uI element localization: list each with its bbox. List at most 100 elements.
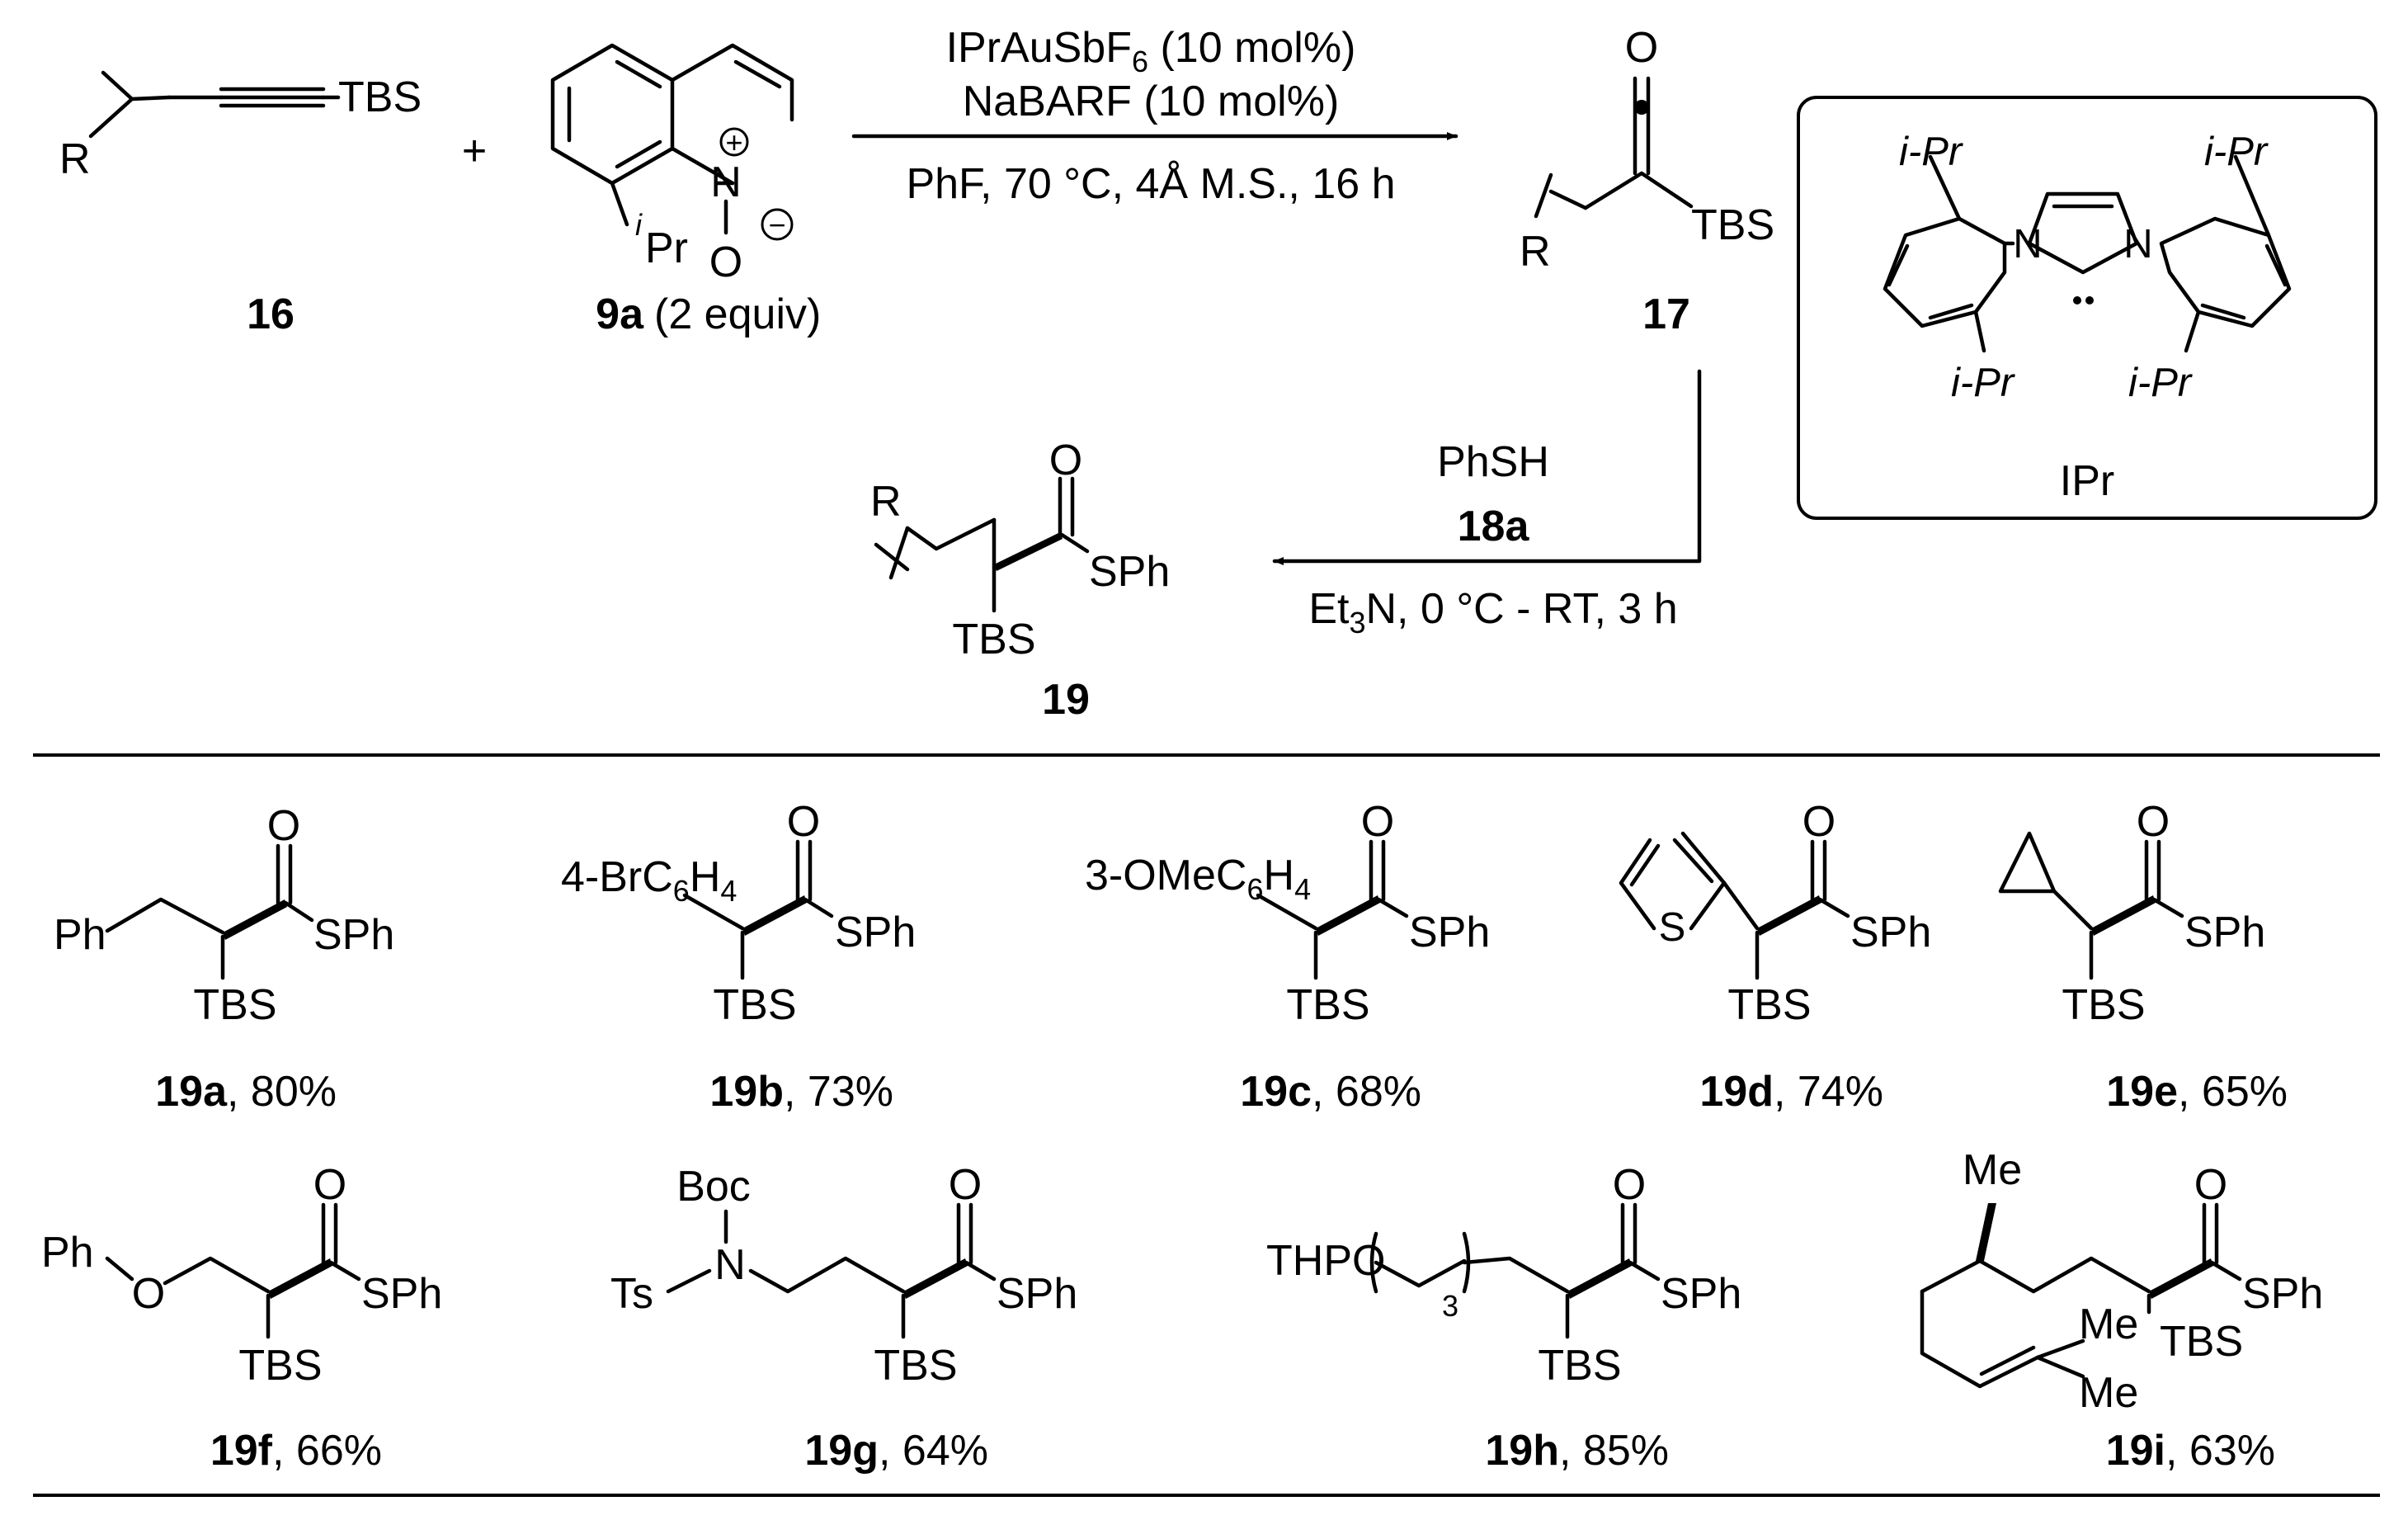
scope-entry-19b: 4-BrC6H4 O SPh TBS 19b , 73%: [561, 798, 916, 1116]
o-atom-ether: O: [132, 1270, 165, 1318]
compound-id: 19a: [155, 1068, 228, 1116]
scope-entry-19d: S O SPh TBS 19d , 74%: [1619, 798, 1931, 1116]
r-group-label: R: [1520, 228, 1551, 276]
alkyne-16: R TBS 16: [59, 70, 422, 338]
quinoline-n-oxide-9a: i Pr N + O − 9a (2 equiv): [550, 43, 821, 338]
tbs-label: TBS: [2160, 1318, 2243, 1366]
tbs-label: TBS: [952, 616, 1035, 663]
scope-entry-19g: Boc N Ts O SPh TBS 19g , 64%: [610, 1161, 1077, 1475]
minus-charge: −: [768, 208, 785, 242]
ipr-bottom-left: i-Pr: [1951, 361, 2015, 405]
n-atom: N: [714, 1241, 746, 1289]
reaction-step-2: PhSH 18a Et3N, 0 °C - RT, 3 h: [1272, 369, 1702, 640]
yield: , 74%: [1774, 1068, 1883, 1116]
repeat-count: 3: [1442, 1289, 1458, 1323]
ipr-top-right: i-Pr: [2204, 130, 2269, 174]
ketene-17: O R TBS 17: [1520, 24, 1774, 338]
ts-label: Ts: [610, 1270, 653, 1318]
product-19: R O SPh TBS 19: [870, 437, 1170, 724]
scope-entry-19h: THPO 3 O SPh TBS 19h , 85%: [1266, 1161, 1741, 1475]
tbs-label: TBS: [193, 981, 276, 1029]
reaction-step-1: IPrAuSbF6 (10 mol%) NaBARF (10 mol%) PhF…: [851, 24, 1458, 208]
conditions-label: PhF, 70 °C, 4Å M.S., 16 h: [906, 160, 1395, 208]
o-atom: O: [709, 238, 742, 286]
sph-label: SPh: [1661, 1270, 1741, 1318]
ipr-bottom-right: i-Pr: [2128, 361, 2193, 405]
n-atom-left: N: [2013, 222, 2042, 267]
sph-label: SPh: [1089, 548, 1170, 596]
tbs-label: TBS: [1538, 1342, 1621, 1390]
compound-number-16: 16: [247, 290, 295, 338]
compound-number-17: 17: [1642, 290, 1690, 338]
plus-sign: +: [462, 127, 487, 175]
yield: , 73%: [784, 1068, 893, 1116]
o-atom: O: [313, 1161, 346, 1209]
compound-id: 19g: [804, 1427, 879, 1475]
tbs-label: TBS: [2062, 981, 2145, 1029]
yield: , 65%: [2178, 1068, 2288, 1116]
tbs-label: TBS: [713, 981, 796, 1029]
scope-entry-19i: Me Me Me O SPh TBS 19i , 63%: [1920, 1146, 2323, 1475]
n-atom-right: N: [2123, 222, 2152, 267]
r-group-label: R: [870, 478, 902, 526]
o-atom: O: [949, 1161, 982, 1209]
ipr-label: Pr: [645, 224, 688, 272]
o-atom: O: [2194, 1161, 2227, 1209]
tbs-label: TBS: [1727, 981, 1811, 1029]
compound-id: 19f: [210, 1427, 273, 1475]
catalyst-label: IPrAuSbF6 (10 mol%): [946, 24, 1356, 78]
r-group-label: R: [59, 135, 91, 183]
scope-entry-19f: Ph O O SPh TBS 19f , 66%: [41, 1161, 442, 1475]
me-label-2: Me: [2079, 1369, 2138, 1417]
tbs-label: TBS: [874, 1342, 957, 1390]
o-atom: O: [1802, 798, 1835, 846]
o-atom: O: [1049, 437, 1082, 484]
ipr-name: IPr: [2060, 457, 2114, 505]
boc-label: Boc: [676, 1163, 751, 1211]
yield: , 85%: [1559, 1427, 1669, 1475]
ph-label: Ph: [41, 1229, 94, 1277]
yield: , 68%: [1312, 1068, 1421, 1116]
ipr-top-left: i-Pr: [1899, 130, 1963, 174]
scope-entry-19a: Ph O SPh TBS 19a , 80%: [54, 802, 394, 1116]
compound-id: 19h: [1485, 1427, 1559, 1475]
scope-entry-19c: 3-OMeC6H4 O SPh TBS 19c , 68%: [1085, 798, 1490, 1116]
tbs-label: TBS: [338, 73, 422, 121]
yield: , 80%: [227, 1068, 337, 1116]
sph-label: SPh: [997, 1270, 1077, 1318]
aryl-label: 3-OMeC6H4: [1085, 852, 1311, 906]
yield: , 63%: [2165, 1427, 2275, 1475]
me-label-1: Me: [2079, 1300, 2138, 1348]
o-atom: O: [1625, 24, 1658, 72]
reagent-label: PhSH: [1437, 438, 1549, 486]
compound-id: 19e: [2106, 1068, 2178, 1116]
ph-label: Ph: [54, 911, 106, 959]
compound-id: 19c: [1240, 1068, 1312, 1116]
thiophene-s: S: [1659, 905, 1686, 950]
ipr-prefix: i: [635, 208, 643, 242]
sph-label: SPh: [361, 1270, 442, 1318]
compound-id: 19b: [709, 1068, 784, 1116]
thpo-label: THPO: [1266, 1237, 1385, 1285]
tbs-label: TBS: [1286, 981, 1369, 1029]
tbs-label: TBS: [238, 1342, 322, 1390]
compound-number-19: 19: [1042, 676, 1090, 724]
n-atom: N: [710, 158, 742, 206]
tbs-label: TBS: [1691, 201, 1774, 249]
compound-id: 19i: [2106, 1427, 2165, 1475]
me-label-top: Me: [1963, 1146, 2022, 1194]
plus-charge: +: [725, 125, 742, 159]
yield: , 64%: [879, 1427, 988, 1475]
ipr-ligand-box: N N i-Pr i-Pr i-Pr i-Pr IPr: [1797, 96, 2377, 520]
aryl-label: 4-BrC6H4: [561, 853, 737, 908]
compound-number-9a: 9a: [596, 290, 644, 338]
scope-entry-19e: O SPh TBS 19e , 65%: [1998, 798, 2288, 1116]
sph-label: SPh: [835, 909, 916, 956]
o-atom: O: [1613, 1161, 1646, 1209]
sph-label: SPh: [2184, 909, 2265, 956]
o-atom: O: [2137, 798, 2170, 846]
sph-label: SPh: [1850, 909, 1931, 956]
sph-label: SPh: [1409, 909, 1490, 956]
compound-id: 19d: [1699, 1068, 1774, 1116]
